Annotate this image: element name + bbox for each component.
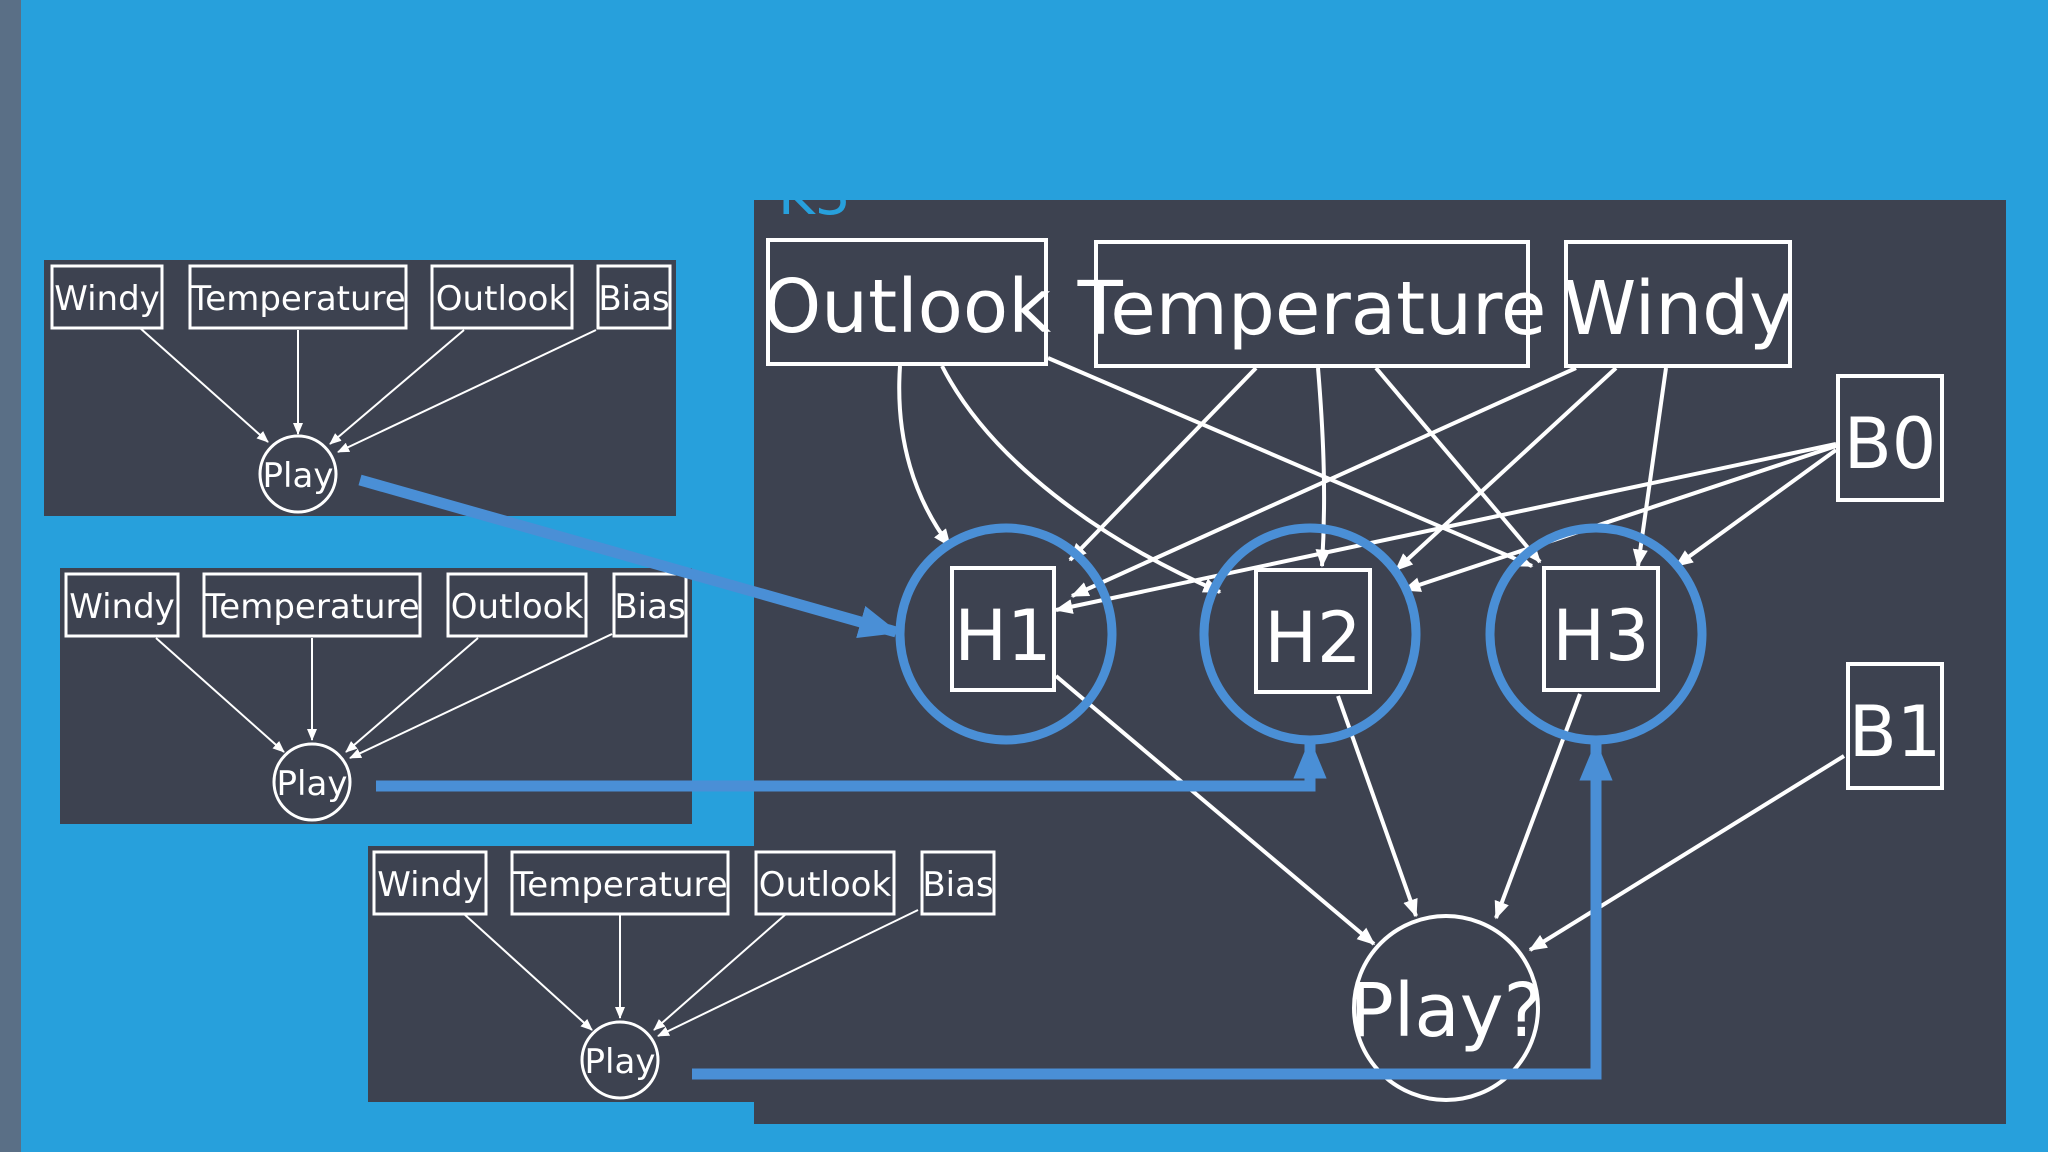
small-2-windy-label: Windy bbox=[69, 587, 175, 627]
edge-temperature-h1 bbox=[1068, 366, 1258, 562]
main-hidden-h3: H3 bbox=[1485, 523, 1707, 745]
small-2-bias-label: Bias bbox=[614, 587, 685, 627]
small-3-play-label: Play bbox=[585, 1042, 656, 1082]
small-2-input-bias: Bias bbox=[612, 572, 688, 638]
main-output-play: Play? bbox=[1349, 914, 1543, 1102]
small-3-outlook-label: Outlook bbox=[759, 865, 892, 905]
small-network-3: Windy Temperature Outlook Bias Play bbox=[368, 846, 996, 1102]
edge-b0-h2 bbox=[1402, 444, 1837, 592]
small-1-bias-label: Bias bbox=[598, 279, 669, 319]
arrow-small-3-to-h3 bbox=[692, 740, 1613, 1080]
small-1-output-play: Play bbox=[258, 434, 338, 514]
main-hidden-h3-label: H3 bbox=[1552, 595, 1649, 677]
edge-h1-play bbox=[1054, 674, 1376, 946]
main-input-temperature: Temperature bbox=[1077, 240, 1547, 368]
small-2-outlook-label: Outlook bbox=[451, 587, 584, 627]
arrow-small-1-to-h1 bbox=[358, 474, 900, 639]
edge-windy-h3 bbox=[1632, 367, 1668, 568]
small-1-outlook-label: Outlook bbox=[436, 279, 569, 319]
edge-b0-h1 bbox=[1054, 442, 1837, 614]
main-hidden-h1: H1 bbox=[895, 523, 1117, 745]
small-2-input-temperature: Temperature bbox=[202, 572, 422, 638]
small-network-2: Windy Temperature Outlook Bias Play bbox=[60, 568, 692, 824]
small-1-temperature-label: Temperature bbox=[189, 279, 405, 319]
main-input-windy-label: Windy bbox=[1563, 266, 1793, 352]
main-input-temperature-label: Temperature bbox=[1077, 266, 1547, 352]
mapping-arrows bbox=[358, 474, 1613, 1080]
edge-windy-h2 bbox=[1394, 366, 1618, 572]
edge-temperature-h2 bbox=[1315, 367, 1331, 568]
main-bias-b0-label: B0 bbox=[1844, 403, 1937, 485]
edge-temperature-h3 bbox=[1374, 366, 1542, 564]
small-3-input-bias: Bias bbox=[920, 850, 996, 916]
small-2-play-label: Play bbox=[277, 764, 348, 804]
main-bias-b1: B1 bbox=[1846, 662, 1944, 790]
small-2-output-play: Play bbox=[272, 742, 352, 822]
small-2-input-outlook: Outlook bbox=[446, 572, 588, 638]
edge-outlook-h1 bbox=[897, 365, 952, 548]
small-3-output-play: Play bbox=[580, 1020, 660, 1100]
small-3-input-windy: Windy bbox=[372, 850, 488, 916]
main-input-windy: Windy bbox=[1563, 240, 1793, 368]
edge-windy-h1 bbox=[1070, 366, 1577, 598]
small-3-input-temperature: Temperature bbox=[510, 850, 730, 916]
small-1-input-outlook: Outlook bbox=[430, 264, 574, 330]
small-2-temperature-label: Temperature bbox=[203, 587, 419, 627]
h3-highlight-ring bbox=[1485, 523, 1707, 745]
main-input-outlook: Outlook bbox=[763, 238, 1051, 366]
small-3-input-outlook: Outlook bbox=[754, 850, 896, 916]
main-bias-b1-label: B1 bbox=[1849, 691, 1942, 773]
small-2-input-windy: Windy bbox=[64, 572, 180, 638]
arrow-small-2-to-h2 bbox=[376, 738, 1327, 792]
main-hidden-h2: H2 bbox=[1199, 523, 1421, 745]
small-3-windy-label: Windy bbox=[377, 865, 483, 905]
h1-highlight-ring bbox=[895, 523, 1117, 745]
small-1-input-temperature: Temperature bbox=[188, 264, 408, 330]
main-hidden-h2-label: H2 bbox=[1264, 597, 1361, 679]
small-1-input-windy: Windy bbox=[50, 264, 164, 330]
small-3-temperature-label: Temperature bbox=[511, 865, 727, 905]
small-3-bias-label: Bias bbox=[922, 865, 993, 905]
small-network-1: Windy Temperature Outlook Bias Play bbox=[44, 260, 676, 516]
main-bias-b0: B0 bbox=[1836, 374, 1944, 502]
main-network-panel: K3 Outlook bbox=[754, 150, 2006, 1124]
small-1-play-label: Play bbox=[263, 456, 334, 496]
left-edge-strip bbox=[0, 0, 21, 1152]
edge-b0-h3 bbox=[1674, 448, 1838, 568]
main-output-label: Play? bbox=[1349, 968, 1543, 1054]
edge-outlook-h3 bbox=[1047, 356, 1534, 568]
edge-b1-play bbox=[1528, 754, 1846, 952]
main-input-outlook-label: Outlook bbox=[763, 264, 1051, 350]
small-1-windy-label: Windy bbox=[54, 279, 160, 319]
small-1-input-bias: Bias bbox=[596, 264, 672, 330]
edge-outlook-h2 bbox=[940, 365, 1222, 594]
main-hidden-h1-label: H1 bbox=[954, 595, 1051, 677]
